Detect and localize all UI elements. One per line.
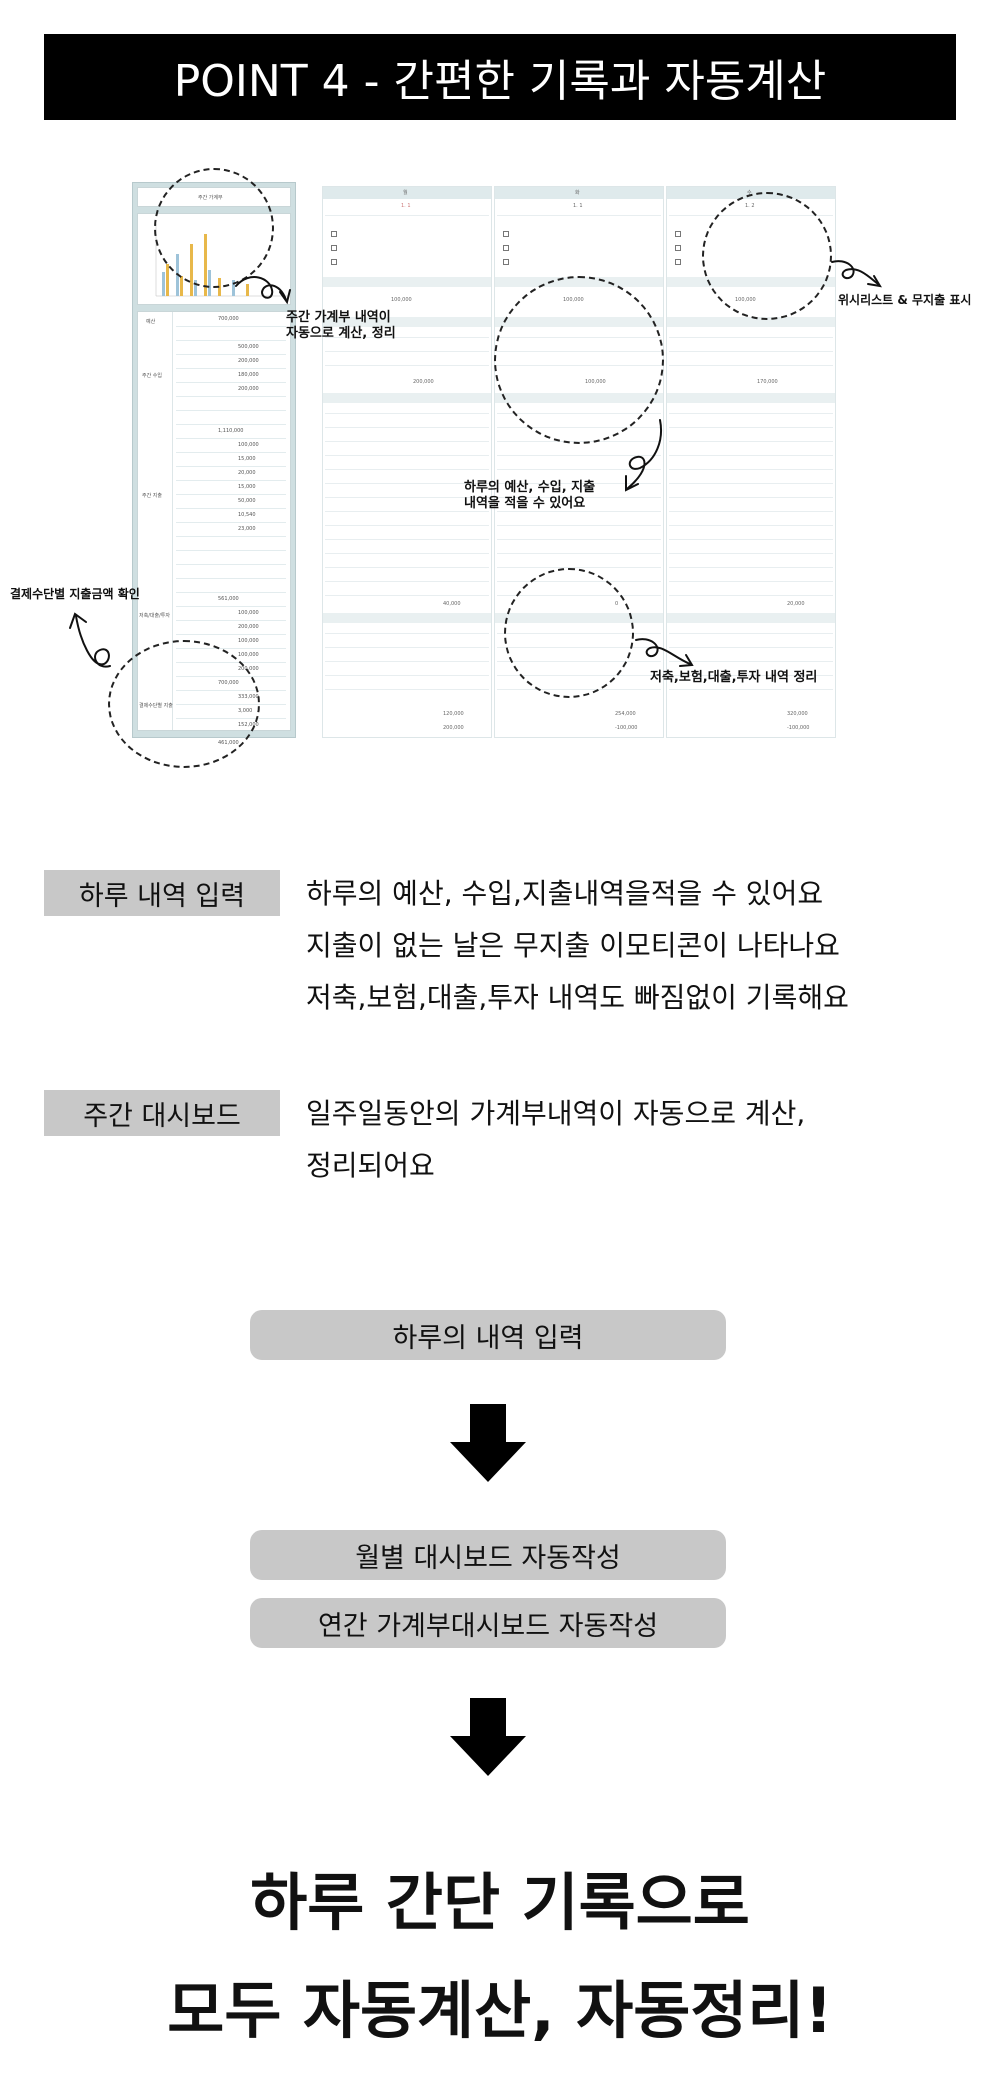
- dashboard-value: 561,000: [218, 596, 239, 602]
- sheet-sum: 40,000: [443, 601, 461, 607]
- down-arrow-icon: [450, 1404, 526, 1482]
- highlight-circle-wishlist: [702, 192, 832, 320]
- sheet-day: 수: [747, 190, 752, 196]
- sheet-day: 월: [403, 190, 408, 196]
- sheet-date: 1. 1: [401, 203, 411, 209]
- flow-step-monthly-dashboard: 월별 대시보드 자동작성: [250, 1530, 726, 1580]
- dashboard-value: 20,000: [238, 470, 256, 476]
- sheet-sum: 320,000: [787, 711, 808, 717]
- feature-tag-daily-input: 하루 내역 입력: [44, 870, 280, 916]
- sheet-total: 170,000: [757, 379, 778, 385]
- sheet-sum: 254,000: [615, 711, 636, 717]
- dashboard-value: 15,000: [238, 456, 256, 462]
- sheet-balance: -100,000: [787, 725, 810, 731]
- dashboard-value: 23,000: [238, 526, 256, 532]
- dashboard-value: 200,000: [238, 624, 259, 630]
- dashboard-row-label: 예산: [146, 319, 156, 325]
- flow-step-daily-input: 하루의 내역 입력: [250, 1310, 726, 1360]
- dashboard-row-label: 주간 수입: [142, 373, 162, 379]
- highlight-circle-savings: [504, 568, 634, 698]
- dashboard-row-label: 저축/대출/투자: [139, 613, 170, 619]
- dashboard-value: 700,000: [218, 316, 239, 322]
- dashboard-value: 180,000: [238, 372, 259, 378]
- dashboard-value: 50,000: [238, 498, 256, 504]
- annotation-weekly: 주간 가계부 내역이 자동으로 계산, 정리: [286, 310, 396, 341]
- dashboard-value: 200,000: [238, 386, 259, 392]
- annotation-savings: 저축,보험,대출,투자 내역 정리: [650, 670, 818, 685]
- page-title: POINT 4 - 간편한 기록과 자동계산: [44, 34, 956, 120]
- highlight-circle-chart: [154, 168, 274, 288]
- dashboard-value: 500,000: [238, 344, 259, 350]
- feature-description-daily-input: 하루의 예산, 수입,지출내역을적을 수 있어요 지출이 없는 날은 무지출 이…: [306, 877, 849, 1014]
- feature-description-weekly-dashboard: 일주일동안의 가계부내역이 자동으로 계산, 정리되어요: [306, 1097, 806, 1182]
- sheet-date: 1. 1: [573, 203, 583, 209]
- dashboard-value: 100,000: [238, 652, 259, 658]
- highlight-circle-daily: [494, 276, 664, 444]
- sheet-sum: 120,000: [443, 711, 464, 717]
- headline-line-1: 하루 간단 기록으로: [250, 1866, 750, 1939]
- dashboard-row-label: 주간 지출: [142, 493, 162, 499]
- sheet-day: 화: [575, 190, 580, 196]
- highlight-circle-payment: [108, 640, 260, 768]
- dashboard-value: 1,110,000: [218, 428, 244, 434]
- annotation-daily: 하루의 예산, 수입, 지출 내역을 적을 수 있어요: [464, 480, 596, 511]
- sheet-balance: -100,000: [615, 725, 638, 731]
- annotation-payment: 결제수단별 지출금액 확인: [10, 587, 140, 601]
- feature-tag-weekly-dashboard: 주간 대시보드: [44, 1090, 280, 1136]
- sheet-total: 200,000: [413, 379, 434, 385]
- daily-sheet-monday: 월 1. 1 100,000 200,000 40,000 120,000 20…: [322, 186, 492, 738]
- sheet-budget: 100,000: [391, 297, 412, 303]
- dashboard-value: 200,000: [238, 358, 259, 364]
- down-arrow-icon: [450, 1698, 526, 1776]
- dashboard-value: 100,000: [238, 442, 259, 448]
- annotation-wishlist: 위시리스트 & 무지출 표시: [838, 293, 972, 307]
- headline-line-2: 모두 자동계산, 자동정리!: [167, 1974, 833, 2047]
- dashboard-value: 15,000: [238, 484, 256, 490]
- dashboard-value: 10,540: [238, 512, 256, 518]
- dashboard-value: 100,000: [238, 638, 259, 644]
- annotation-arrows: [69, 260, 882, 668]
- sheet-balance: 200,000: [443, 725, 464, 731]
- sheet-sum: 20,000: [787, 601, 805, 607]
- flow-step-yearly-dashboard: 연간 가계부대시보드 자동작성: [250, 1598, 726, 1648]
- dashboard-value: 100,000: [238, 610, 259, 616]
